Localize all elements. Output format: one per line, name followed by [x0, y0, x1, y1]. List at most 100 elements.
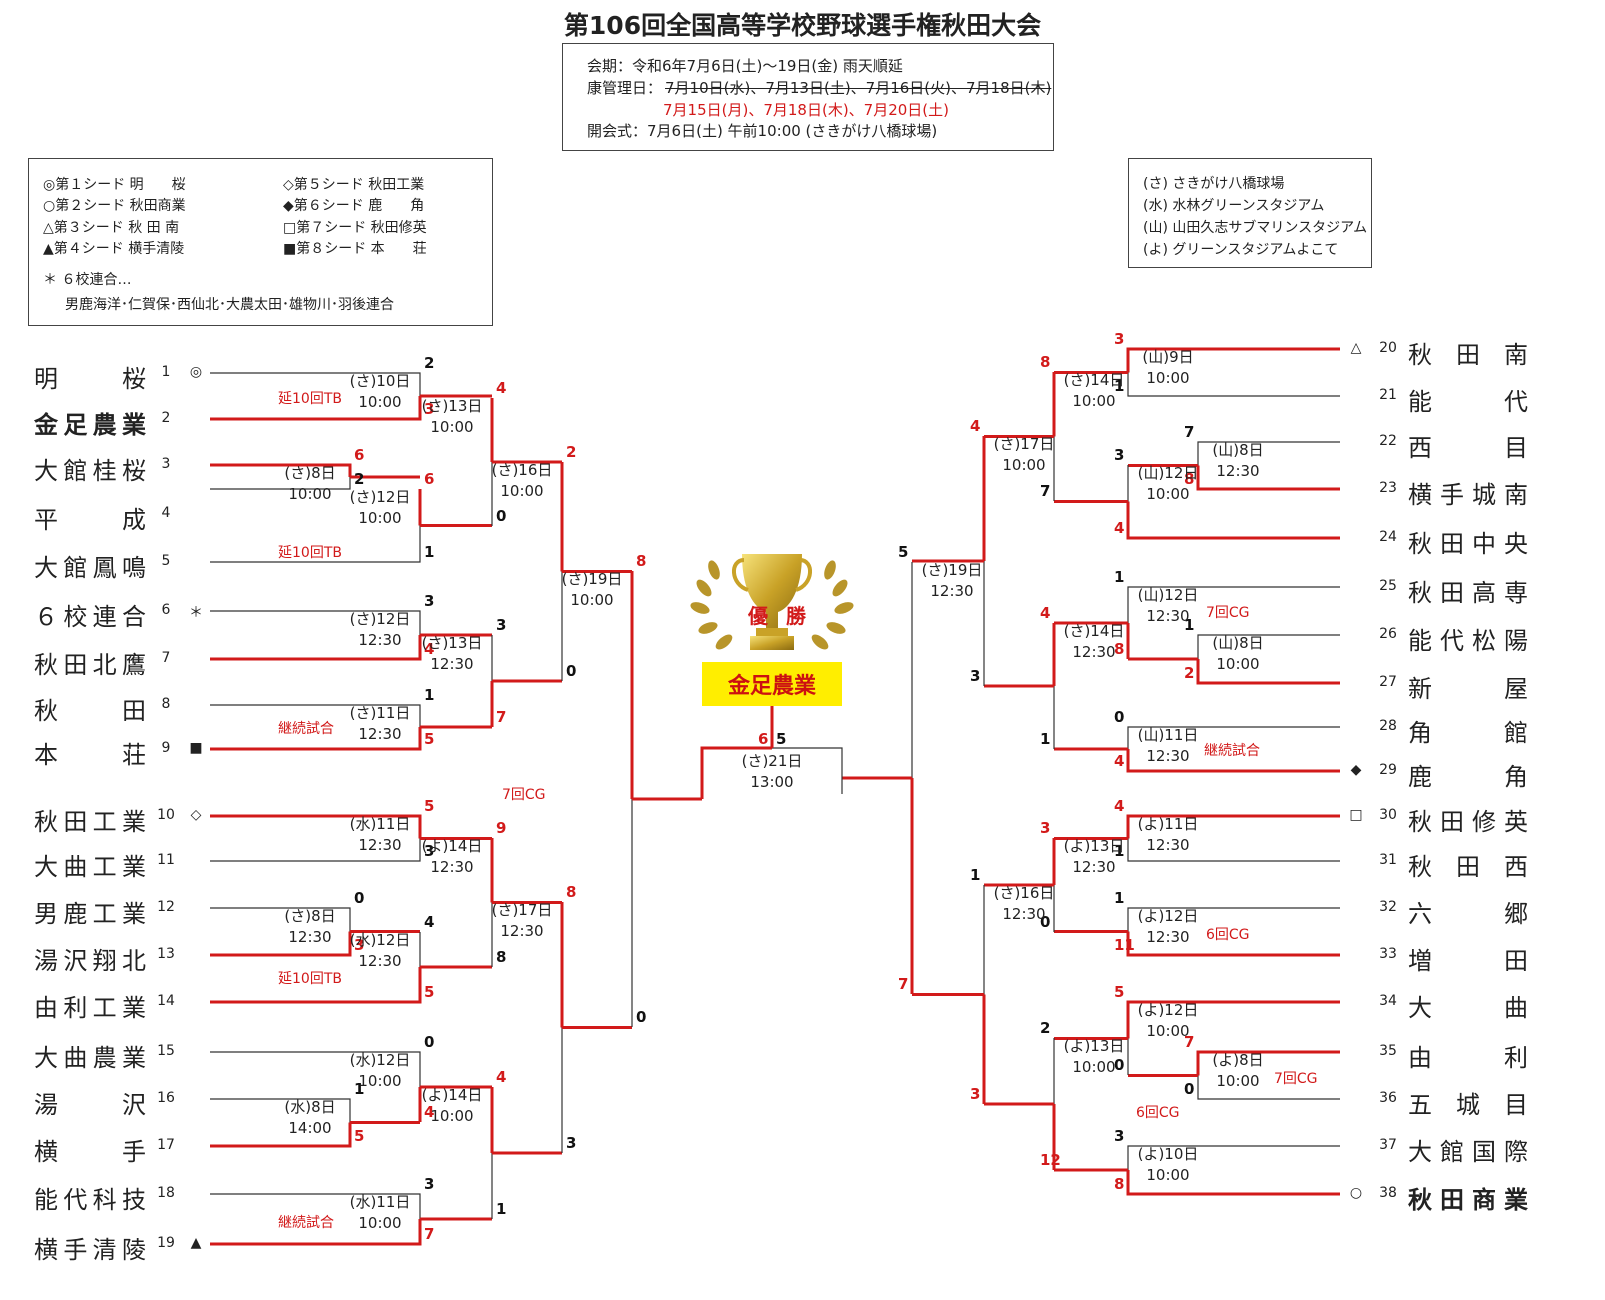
score: 4 — [970, 417, 981, 435]
match-venue: (よ)12日 — [1137, 1001, 1199, 1019]
team-name: 能代松陽 — [1408, 627, 1528, 655]
seed-mark: □ — [1349, 807, 1363, 823]
match-venue: (さ)16日 — [491, 461, 553, 479]
score: 8 — [1040, 353, 1051, 371]
match-time: 10:00 — [500, 482, 544, 500]
venue-4: (よ) グリーンスタジアムよこて — [1143, 242, 1339, 258]
team-name: 六 郷 — [1408, 900, 1528, 928]
score: 4 — [424, 913, 435, 931]
score: 0 — [1040, 913, 1051, 931]
seed-2: ○第２シード 秋田商業 — [43, 198, 186, 214]
team-name: 湯 沢 — [34, 1091, 146, 1119]
match-time: 10:00 — [1146, 369, 1190, 387]
team-name: 秋田中央 — [1408, 530, 1528, 558]
score: 1 — [496, 1200, 507, 1218]
score: 4 — [496, 379, 507, 397]
match-venue: (さ)14日 — [1063, 371, 1125, 389]
seed-1: ◎第１シード 明 桜 — [43, 177, 186, 193]
score: 3 — [566, 1134, 577, 1152]
team-name: 秋 田 — [34, 697, 146, 725]
match-venue: (山)11日 — [1137, 726, 1199, 744]
score: 1 — [1114, 377, 1125, 395]
bracket-line — [1197, 634, 1340, 659]
bracket-line — [1197, 441, 1340, 466]
score: 6 — [424, 470, 435, 488]
score: 8 — [636, 552, 647, 570]
match-time: 12:30 — [288, 928, 332, 946]
score: 1 — [1040, 730, 1051, 748]
score: 0 — [636, 1008, 647, 1026]
team-name: 大館桂桜 — [34, 457, 146, 485]
team-name: 平 成 — [34, 506, 146, 534]
team-number: 10 — [157, 807, 175, 823]
match-note: 6回CG — [1136, 1105, 1180, 1121]
score: 7 — [898, 975, 909, 993]
team-name: 増 田 — [1408, 947, 1528, 975]
score: 6 — [758, 730, 769, 748]
match-note: 6回CG — [1206, 927, 1250, 943]
team-number: 6 — [161, 602, 171, 618]
bracket-line — [210, 704, 421, 727]
score: 5 — [776, 730, 787, 748]
team-name: 大曲農業 — [34, 1044, 146, 1072]
match-time: 10:00 — [430, 418, 474, 436]
bracket-line — [210, 727, 422, 751]
match-note: 継続試合 — [278, 1215, 334, 1231]
team-number: 24 — [1379, 529, 1397, 545]
bracket-line — [1126, 931, 1340, 957]
team-name: 横手城南 — [1408, 481, 1528, 509]
bracket-line — [210, 610, 421, 635]
score: 0 — [566, 662, 577, 680]
team-number: 25 — [1379, 578, 1397, 594]
bracket-line — [210, 814, 422, 839]
score: 3 — [424, 400, 435, 418]
match-time: 10:00 — [1216, 655, 1260, 673]
match-time: 12:30 — [358, 631, 402, 649]
match-note: 継続試合 — [1204, 743, 1260, 759]
match-time: 12:30 — [430, 655, 474, 673]
team-name: 五 城 目 — [1408, 1091, 1528, 1119]
score: 1 — [1114, 842, 1125, 860]
match-venue: (水)12日 — [349, 931, 411, 949]
team-number: 32 — [1379, 899, 1397, 915]
match-note: 延10回TB — [278, 391, 342, 407]
match-time: 10:00 — [1216, 1072, 1260, 1090]
seed-mark: ＊ — [189, 605, 203, 621]
team-number: 12 — [157, 899, 175, 915]
team-number: 8 — [161, 696, 171, 712]
seed-mark: ◎ — [189, 364, 203, 380]
score: 0 — [1114, 1056, 1125, 1074]
match-time: 13:00 — [750, 773, 794, 791]
match-time: 10:00 — [1146, 1022, 1190, 1040]
team-number: 30 — [1379, 807, 1397, 823]
team-number: 16 — [157, 1090, 175, 1106]
team-number: 13 — [157, 946, 175, 962]
score: 3 — [424, 1175, 435, 1193]
venue-2: (水) 水林グリーンスタジアム — [1143, 198, 1325, 214]
match-time: 10:00 — [288, 485, 332, 503]
page-title: 第106回全国高等学校野球選手権秋田大会 — [563, 11, 1042, 40]
match-venue: (水)11日 — [349, 1193, 411, 1211]
score: 2 — [1040, 1019, 1051, 1037]
team-number: 4 — [161, 505, 171, 521]
match-venue: (よ)12日 — [1137, 907, 1199, 925]
score: 1 — [424, 543, 435, 561]
team-number: 27 — [1379, 674, 1397, 690]
team-name: 秋田修英 — [1408, 808, 1528, 836]
team-number: 9 — [161, 740, 171, 756]
match-venue: (よ)13日 — [1063, 837, 1125, 855]
seed-mark: ◆ — [1350, 762, 1362, 778]
score: 3 — [1114, 446, 1125, 464]
seed-4: ▲第４シード 横手清陵 — [43, 241, 185, 257]
score: 4 — [424, 1103, 435, 1121]
union-note-title: ＊ ６校連合… — [43, 272, 132, 288]
seed-mark: ▲ — [190, 1235, 202, 1251]
match-venue: (さ)8日 — [284, 907, 336, 925]
score: 5 — [1114, 983, 1125, 1001]
score: 5 — [424, 983, 435, 1001]
team-name: 湯沢翔北 — [34, 947, 146, 975]
match-time: 10:00 — [358, 393, 402, 411]
score: 12 — [1040, 1151, 1061, 1169]
team-number: 38 — [1379, 1185, 1397, 1201]
